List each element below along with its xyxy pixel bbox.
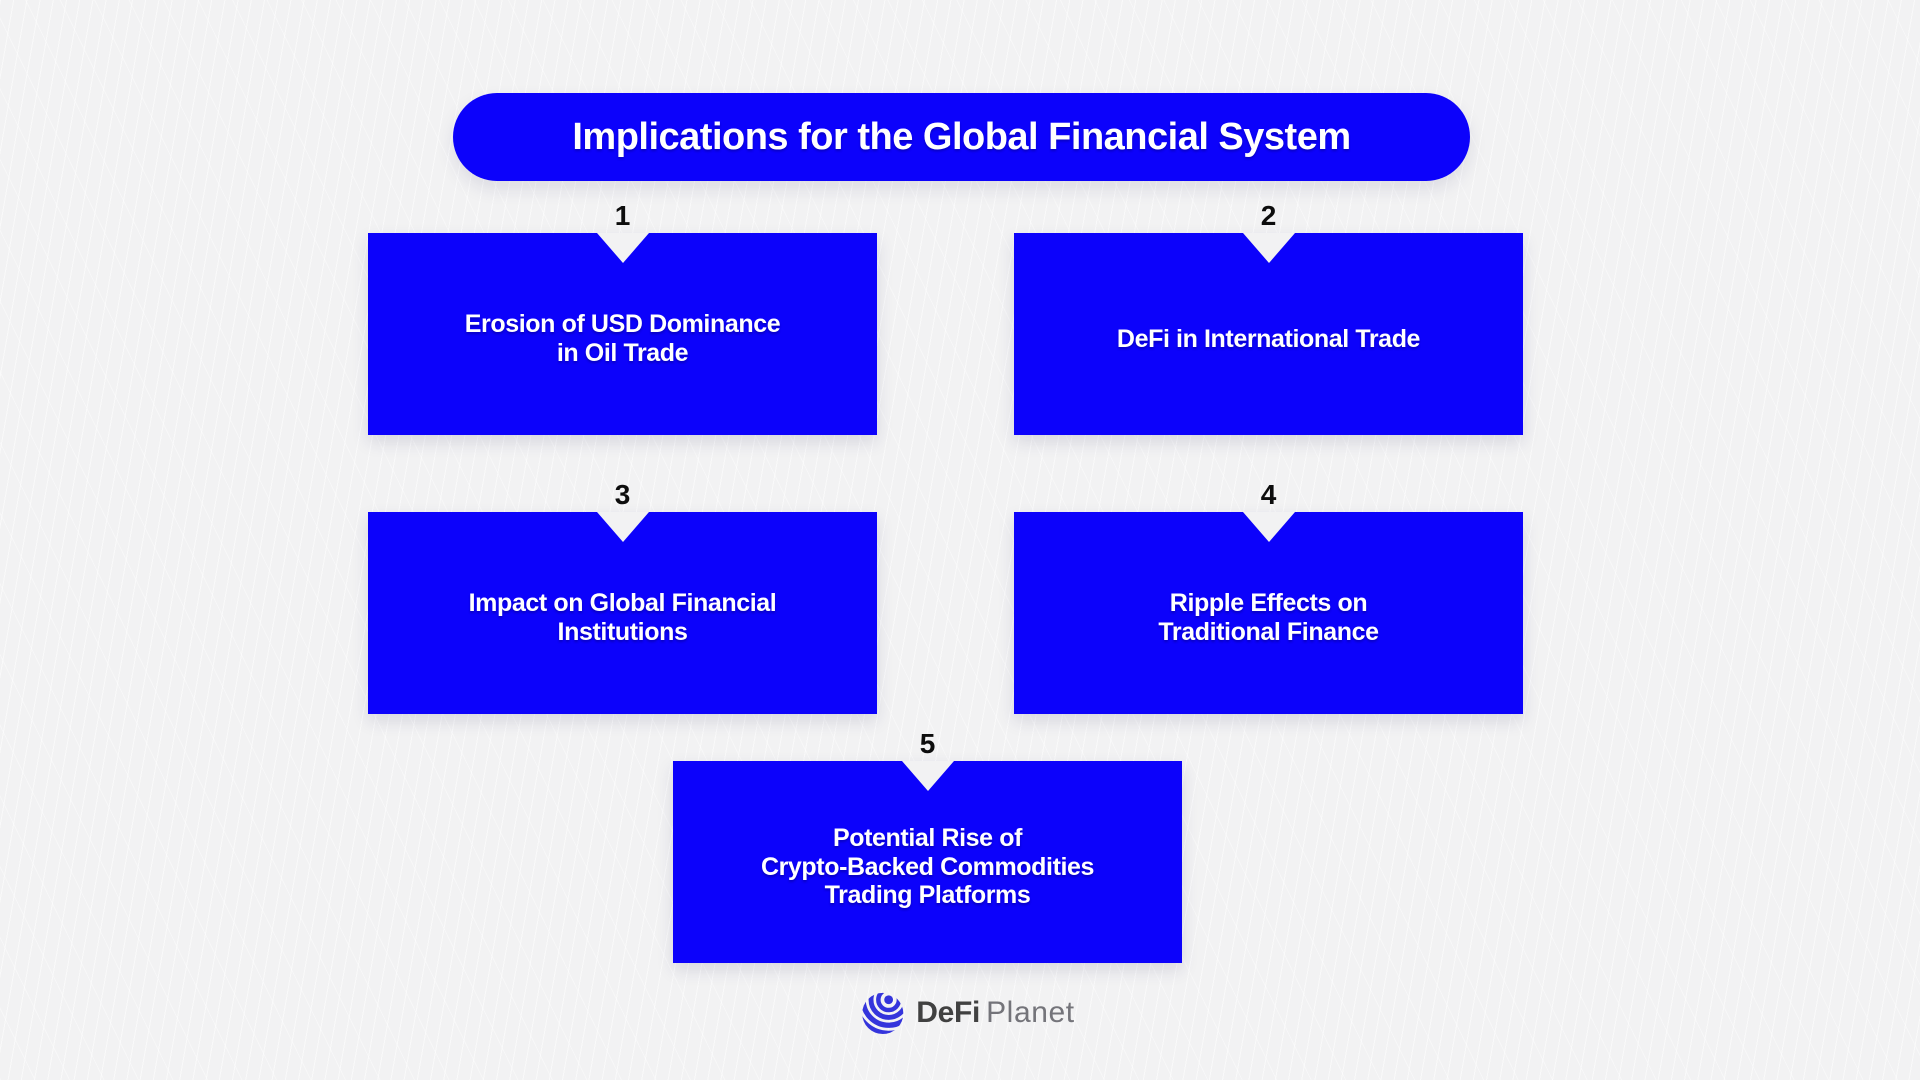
brand-name-defi: DeFi — [916, 995, 981, 1029]
card-4-label: Ripple Effects on Traditional Finance — [1158, 589, 1379, 646]
card-3-number: 3 — [614, 479, 631, 510]
card-3-label: Impact on Global Financial Institutions — [468, 589, 777, 646]
card-ripple-effects-traditional-finance: 4 Ripple Effects on Traditional Finance — [1014, 479, 1523, 714]
card-4-notch-icon — [1242, 512, 1295, 542]
card-3-notch-icon — [596, 512, 649, 542]
card-2-label: DeFi in International Trade — [1116, 324, 1421, 353]
card-defi-international-trade: 2 DeFi in International Trade — [1014, 200, 1523, 435]
card-crypto-backed-commodities-platforms: 5 Potential Rise of Crypto-Backed Commod… — [673, 728, 1182, 963]
brand-name-planet: Planet — [986, 995, 1075, 1029]
card-1-notch-icon — [596, 233, 649, 263]
card-5-label: Potential Rise of Crypto-Backed Commodit… — [760, 823, 1095, 910]
card-impact-global-institutions: 3 Impact on Global Financial Institution… — [368, 479, 877, 714]
card-2-notch-icon — [1242, 233, 1295, 263]
defi-planet-globe-icon — [859, 989, 906, 1036]
title-banner: Implications for the Global Financial Sy… — [453, 93, 1470, 181]
card-5-notch-icon — [901, 761, 954, 791]
card-1-number: 1 — [614, 200, 631, 231]
card-1-label: Erosion of USD Dominance in Oil Trade — [464, 310, 781, 367]
card-2-number: 2 — [1260, 200, 1277, 231]
card-erosion-usd-dominance: 1 Erosion of USD Dominance in Oil Trade — [368, 200, 877, 435]
page-title: Implications for the Global Financial Sy… — [572, 115, 1351, 158]
card-5-number: 5 — [919, 728, 936, 759]
card-4-number: 4 — [1260, 479, 1277, 510]
brand-footer: DeFi Planet — [859, 989, 1074, 1036]
